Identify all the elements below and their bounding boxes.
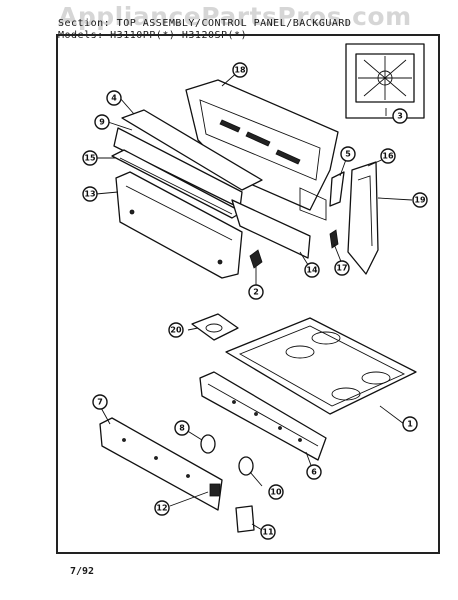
svg-text:16: 16: [382, 152, 394, 161]
callout-9: 9: [94, 114, 110, 130]
manifold-panel: [99, 417, 223, 511]
diagram-frame: [56, 34, 440, 554]
callout-10: 10: [268, 484, 284, 500]
svg-text:8: 8: [179, 424, 185, 433]
callout-8: 8: [174, 420, 190, 436]
svg-text:14: 14: [306, 266, 318, 275]
callout-4: 4: [106, 90, 122, 106]
callout-20: 20: [168, 322, 184, 338]
svg-text:6: 6: [311, 468, 317, 477]
leader-lines: [95, 69, 413, 531]
callout-1: 1: [402, 416, 418, 432]
callout-5: 5: [340, 146, 356, 162]
watermark: AppliancePartsPros.com: [58, 2, 412, 31]
callout-3: 3: [392, 108, 408, 124]
section-title: Section: TOP ASSEMBLY/CONTROL PANEL/BACK…: [58, 18, 352, 29]
callout-12: 12: [154, 500, 170, 516]
grate-inset: [345, 43, 425, 119]
svg-text:20: 20: [170, 326, 182, 335]
svg-text:9: 9: [99, 118, 105, 127]
callout-18: 18: [232, 62, 248, 78]
svg-text:3: 3: [397, 112, 403, 121]
control-panel: [199, 371, 327, 461]
cooktop: [225, 317, 417, 415]
svg-text:2: 2: [253, 288, 259, 297]
svg-text:7: 7: [97, 398, 103, 407]
svg-text:11: 11: [262, 528, 274, 537]
svg-text:1: 1: [407, 420, 413, 429]
backguard-frame: [185, 79, 339, 221]
callout-17: 17: [334, 260, 350, 276]
callout-6: 6: [306, 464, 322, 480]
rear-panel: [231, 199, 311, 259]
end-cap: [347, 161, 379, 275]
callout-19: 19: [412, 192, 428, 208]
revision-date: 7/92: [70, 566, 95, 577]
svg-text:17: 17: [336, 264, 347, 273]
callout-7: 7: [92, 394, 108, 410]
svg-text:12: 12: [156, 504, 167, 513]
svg-text:15: 15: [84, 154, 96, 163]
callout-2: 2: [248, 284, 264, 300]
callout-11: 11: [260, 524, 276, 540]
knobs: [200, 434, 254, 476]
callout-14: 14: [304, 262, 320, 278]
gasket: [191, 313, 239, 341]
svg-text:10: 10: [270, 488, 282, 497]
svg-text:13: 13: [84, 190, 95, 199]
svg-text:4: 4: [111, 94, 117, 103]
callout-16: 16: [380, 148, 396, 164]
svg-text:18: 18: [234, 66, 246, 75]
valve: [209, 483, 221, 497]
lower-backguard-panel: [115, 171, 243, 279]
svg-text:5: 5: [345, 150, 351, 159]
block: [235, 505, 255, 533]
side-bracket: [329, 171, 345, 249]
callout-15: 15: [82, 150, 98, 166]
clip: [249, 249, 263, 269]
svg-text:19: 19: [414, 196, 426, 205]
callout-13: 13: [82, 186, 98, 202]
